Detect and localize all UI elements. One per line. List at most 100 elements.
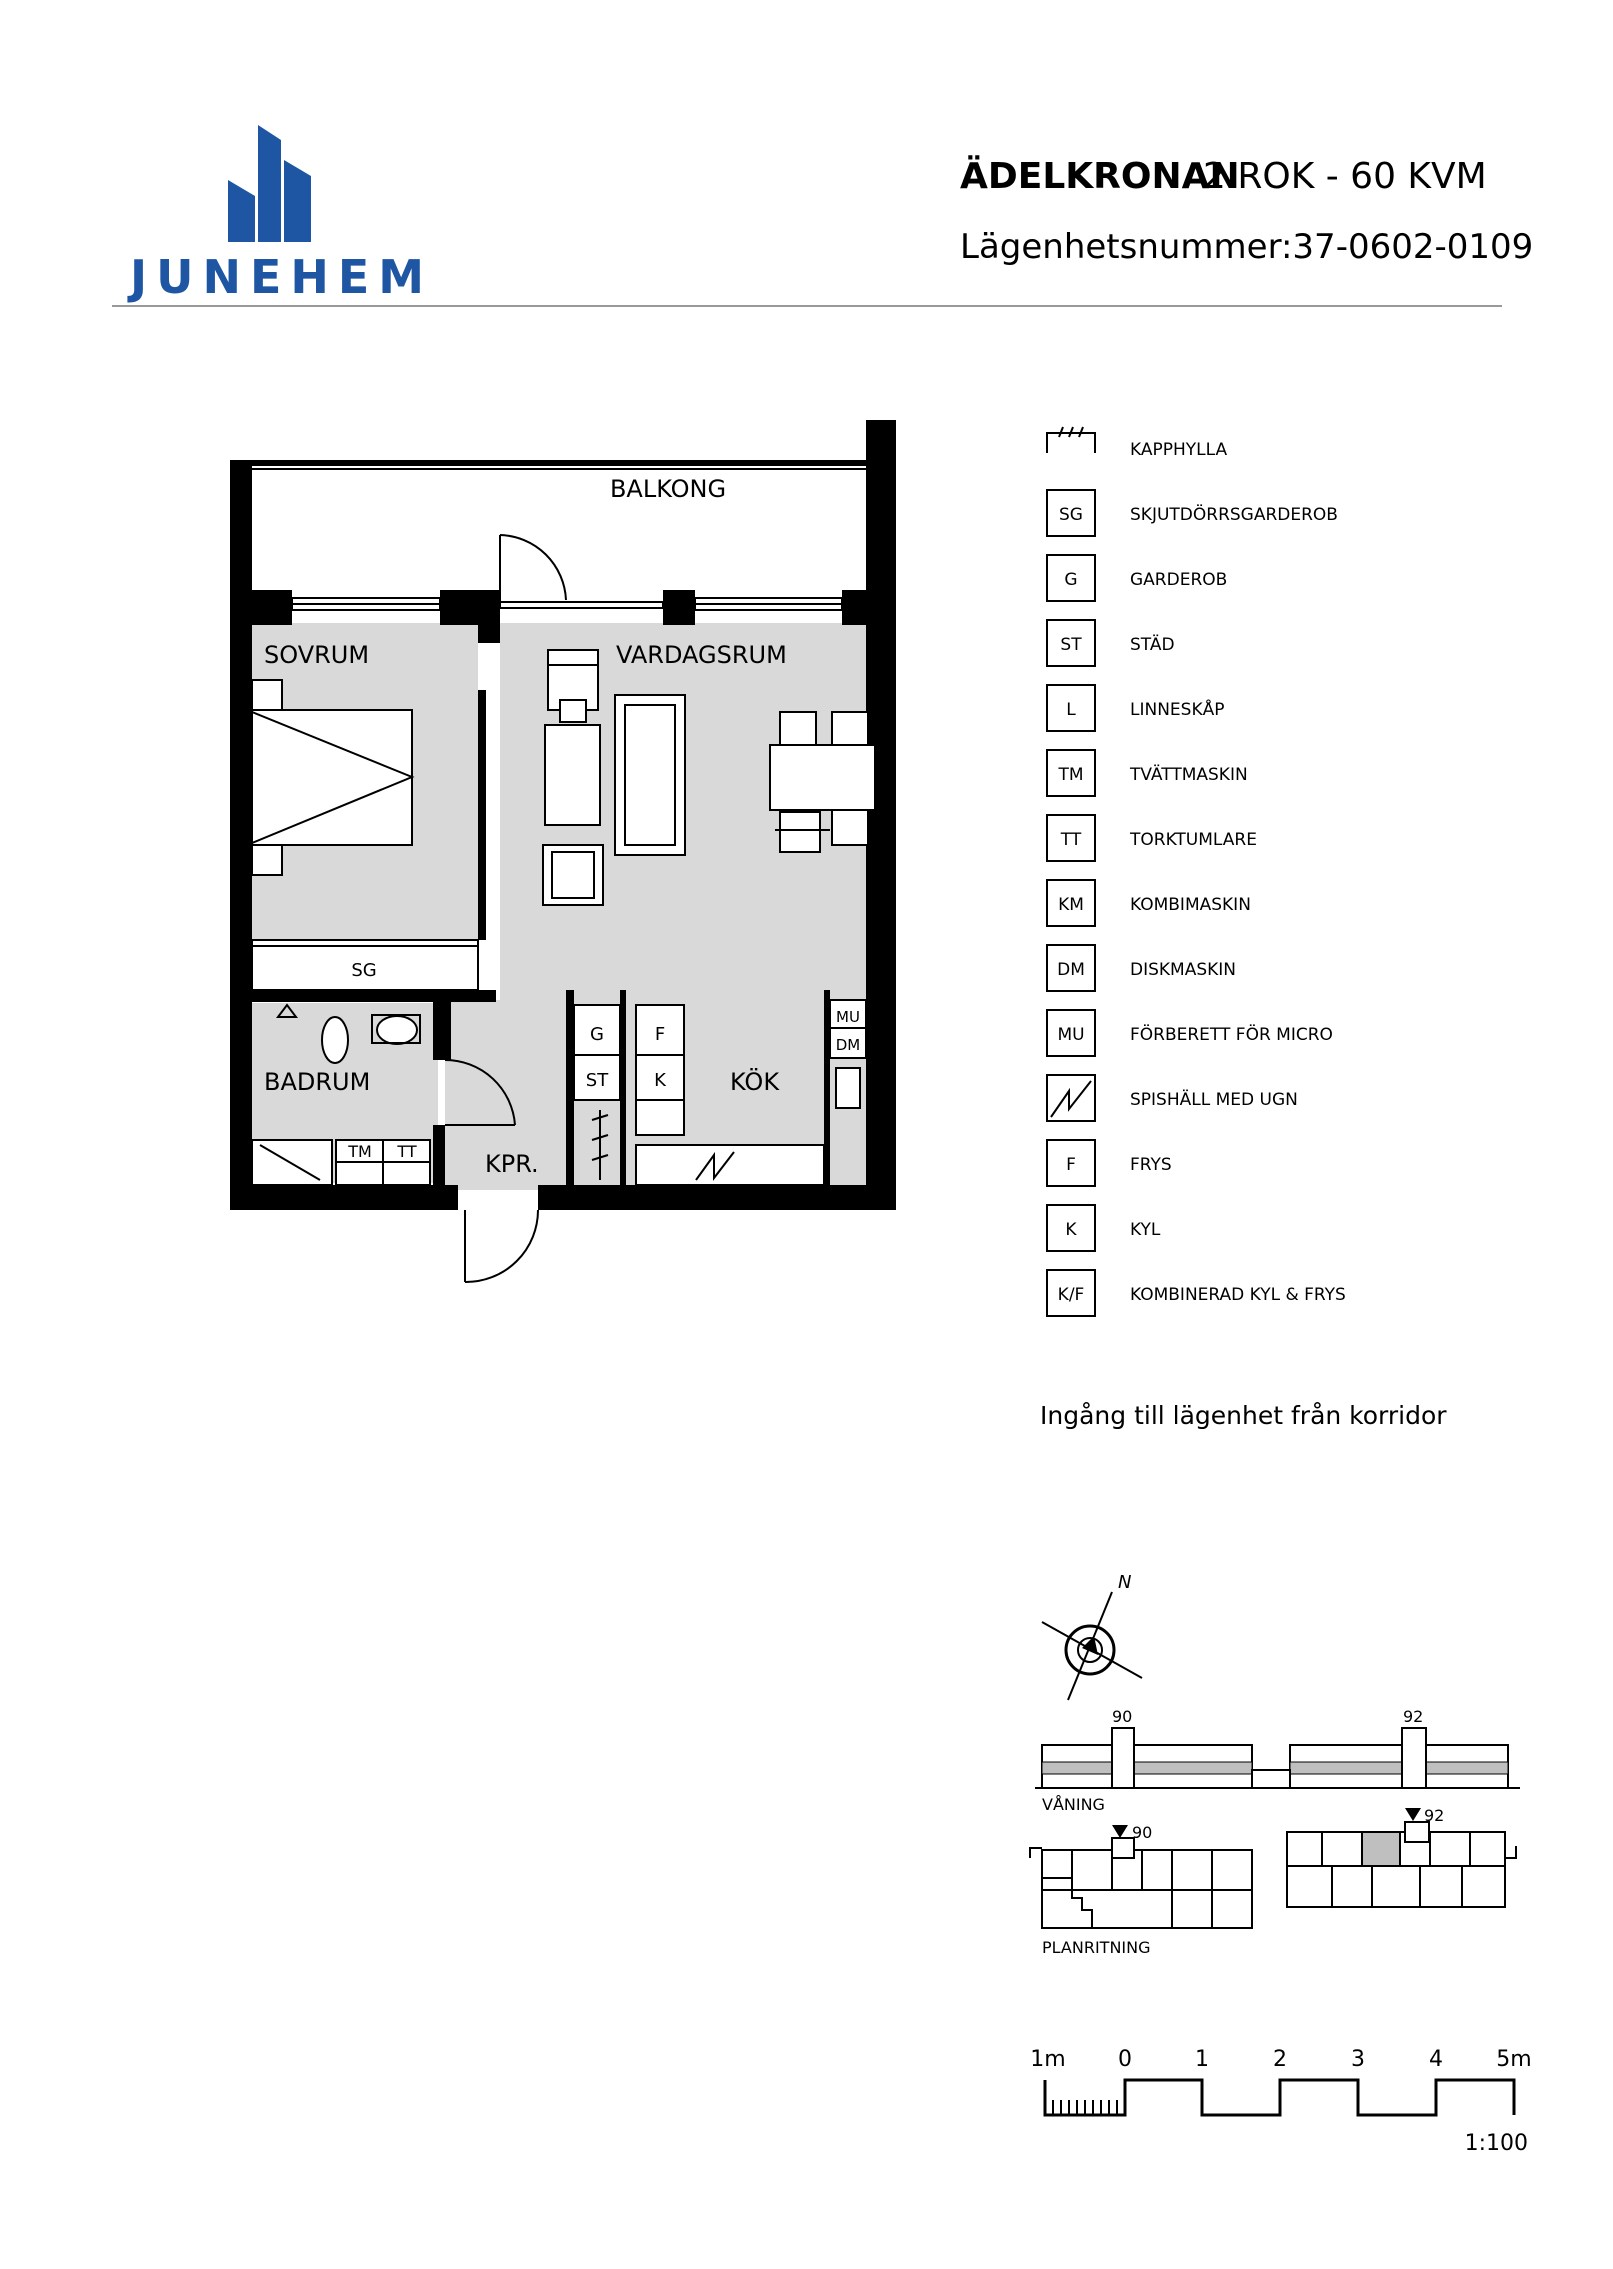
legend-label: FÖRBERETT FÖR MICRO [1130, 1023, 1333, 1045]
double-bed [251, 679, 415, 876]
legend-row: K/F KOMBINERAD KYL & FRYS [1046, 1269, 1346, 1317]
legend-symbol-box [1046, 489, 1096, 537]
legend-row: ST STÄD [1046, 619, 1175, 667]
walls [230, 590, 896, 1210]
legend-row: L LINNESKÅP [1046, 684, 1224, 732]
legend-symbol-box [1046, 554, 1096, 602]
key-plan-elevation: 90 92 VÅNING [1035, 1707, 1520, 1814]
room-label-balkong: BALKONG [610, 475, 726, 503]
legend-symbol: L [1066, 700, 1076, 720]
marker-90-icon [1112, 1825, 1128, 1838]
bathroom-fixtures [251, 1003, 431, 1186]
tt-label: TT [396, 1142, 416, 1161]
floor-plan: SG [230, 420, 896, 1284]
scale-label-3: 3 [1351, 2047, 1365, 2072]
planritning-label: PLANRITNING [1042, 1938, 1151, 1957]
legend-symbol-box [1046, 619, 1096, 667]
logo-wordmark: JUNEHEM [127, 250, 433, 304]
room-label-sovrum: SOVRUM [264, 641, 369, 669]
scale-label-2: 2 [1273, 2047, 1287, 2072]
legend-symbol: SG [1059, 505, 1083, 525]
logo-building-mark [228, 125, 311, 242]
sliding-wardrobe: SG [251, 939, 479, 991]
kapphylla-icon [1046, 426, 1096, 453]
room-label-vardagsrum: VARDAGSRUM [616, 641, 787, 669]
legend-symbol-box [1046, 879, 1096, 927]
elevation-label-90: 90 [1112, 1707, 1132, 1726]
bathroom-door [444, 1058, 516, 1126]
scale-ratio: 1:100 [1465, 2131, 1528, 2156]
scale-label-0: 0 [1118, 2047, 1132, 2072]
legend-symbol-box [1046, 1204, 1096, 1252]
legend-row: TT TORKTUMLARE [1046, 814, 1257, 862]
scale-bar: 1m 0 1 2 3 4 5m 1:100 [1030, 2047, 1531, 2156]
legend-row: KAPPHYLLA [1046, 426, 1227, 460]
legend-symbol: DM [1057, 960, 1085, 980]
legend-label: SPISHÄLL MED UGN [1130, 1089, 1298, 1110]
legend-symbol-box [1046, 1269, 1096, 1317]
scale-label-1: 1 [1195, 2047, 1209, 2072]
apartment-number: Lägenhetsnummer:37-0602-0109 [960, 227, 1533, 267]
apartment-size: 2 ROK - 60 KVM [1203, 156, 1487, 197]
living-furniture [542, 649, 876, 906]
compass-north-label: N [1118, 1572, 1131, 1593]
legend-label: KAPPHYLLA [1130, 440, 1227, 460]
legend-symbol: F [1066, 1155, 1076, 1175]
sg-label: SG [351, 960, 376, 981]
legend-label: SKJUTDÖRRSGARDEROB [1130, 503, 1338, 525]
legend-label: STÄD [1130, 634, 1175, 655]
legend-symbol: TT [1060, 830, 1082, 850]
legend-row: MU FÖRBERETT FÖR MICRO [1046, 1009, 1333, 1057]
entrance-note: Ingång till lägenhet från korridor [1040, 1401, 1447, 1430]
vaning-label: VÅNING [1042, 1795, 1105, 1814]
marker-92-icon [1405, 1808, 1421, 1821]
legend-symbol: ST [1060, 635, 1082, 655]
k-label: K [654, 1070, 667, 1091]
plan-label-90: 90 [1132, 1823, 1152, 1842]
legend-symbol-box [1046, 684, 1096, 732]
dm-label: DM [836, 1036, 861, 1054]
legend-symbol-box [1046, 749, 1096, 797]
legend-row: TM TVÄTTMASKIN [1046, 749, 1248, 797]
legend-label: FRYS [1130, 1155, 1172, 1175]
entrance-door [464, 1209, 539, 1284]
legend-label: TVÄTTMASKIN [1129, 764, 1248, 785]
compass: N [1041, 1572, 1143, 1701]
elevation-label-92: 92 [1403, 1707, 1423, 1726]
legend-label: KYL [1130, 1220, 1161, 1240]
legend-label: KOMBIMASKIN [1130, 895, 1251, 915]
legend-symbol: MU [1057, 1025, 1084, 1045]
scale-label-4: 4 [1429, 2047, 1443, 2072]
legend-symbol-box [1046, 814, 1096, 862]
legend-symbol: K/F [1058, 1285, 1085, 1305]
legend-symbol: G [1064, 570, 1077, 590]
key-plan-floor [1029, 1821, 1517, 1929]
balcony-door [499, 534, 567, 603]
legend-label: TORKTUMLARE [1129, 830, 1257, 850]
legend-label: LINNESKÅP [1130, 698, 1224, 720]
spishall-symbol-plan [695, 1151, 735, 1181]
project-name: ÄDELKRONAN [960, 155, 1240, 197]
legend-row: G GARDEROB [1046, 554, 1227, 602]
legend-row: SPISHÄLL MED UGN [1046, 1074, 1298, 1122]
north-arrow-icon [1082, 1636, 1098, 1655]
scale-label-1m: 1m [1030, 2047, 1065, 2072]
legend-label: GARDEROB [1130, 570, 1227, 590]
legend-label: KOMBINERAD KYL & FRYS [1130, 1285, 1346, 1305]
legend-symbol-box [1046, 1139, 1096, 1187]
kitchen-cabinets [573, 999, 867, 1186]
mu-label: MU [836, 1008, 860, 1026]
tm-label: TM [347, 1142, 372, 1161]
room-label-kpr: KPR. [485, 1150, 539, 1178]
balcony [230, 420, 896, 595]
plan-label-92: 92 [1424, 1806, 1444, 1825]
room-label-kok: KÖK [730, 1067, 780, 1096]
legend-symbol: TM [1057, 765, 1083, 785]
f-label: F [655, 1024, 665, 1045]
legend-row: F FRYS [1046, 1139, 1172, 1187]
room-label-badrum: BADRUM [264, 1068, 370, 1096]
scale-label-5m: 5m [1496, 2047, 1531, 2072]
